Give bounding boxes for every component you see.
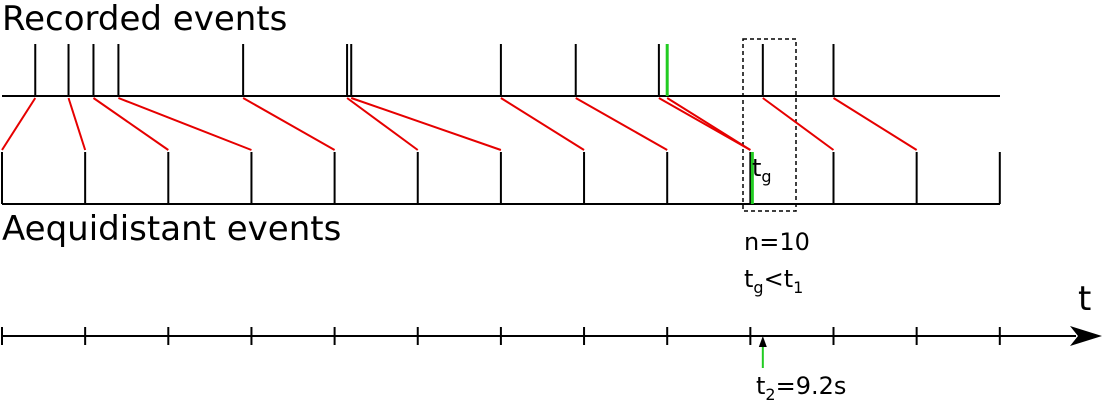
mapping-line xyxy=(350,97,502,151)
mapping-line xyxy=(1,97,37,151)
t2-label: t2=9.2s xyxy=(756,372,846,401)
mapping-line xyxy=(67,97,87,151)
gap-label: tg xyxy=(752,154,772,186)
time-axis-label: t xyxy=(1078,279,1091,319)
mapping-line xyxy=(118,97,252,151)
n-label: n=10 xyxy=(744,228,810,256)
selection-box xyxy=(742,38,797,212)
mapping-line xyxy=(832,97,918,151)
condition-label: tg<t1 xyxy=(744,265,803,297)
recorded-events-label: Recorded events xyxy=(2,0,287,39)
mapping-line xyxy=(575,97,668,151)
mapping-line xyxy=(500,97,585,151)
t2-marker-arrowhead xyxy=(758,336,767,347)
mapping-line xyxy=(242,97,336,151)
mapping-line xyxy=(92,97,169,151)
mapping-line xyxy=(666,97,751,151)
mapping-line xyxy=(762,97,835,151)
equidistant-events-label: Aequidistant events xyxy=(2,209,341,249)
time-axis-arrowhead xyxy=(1070,326,1102,346)
mapping-line xyxy=(346,97,419,151)
